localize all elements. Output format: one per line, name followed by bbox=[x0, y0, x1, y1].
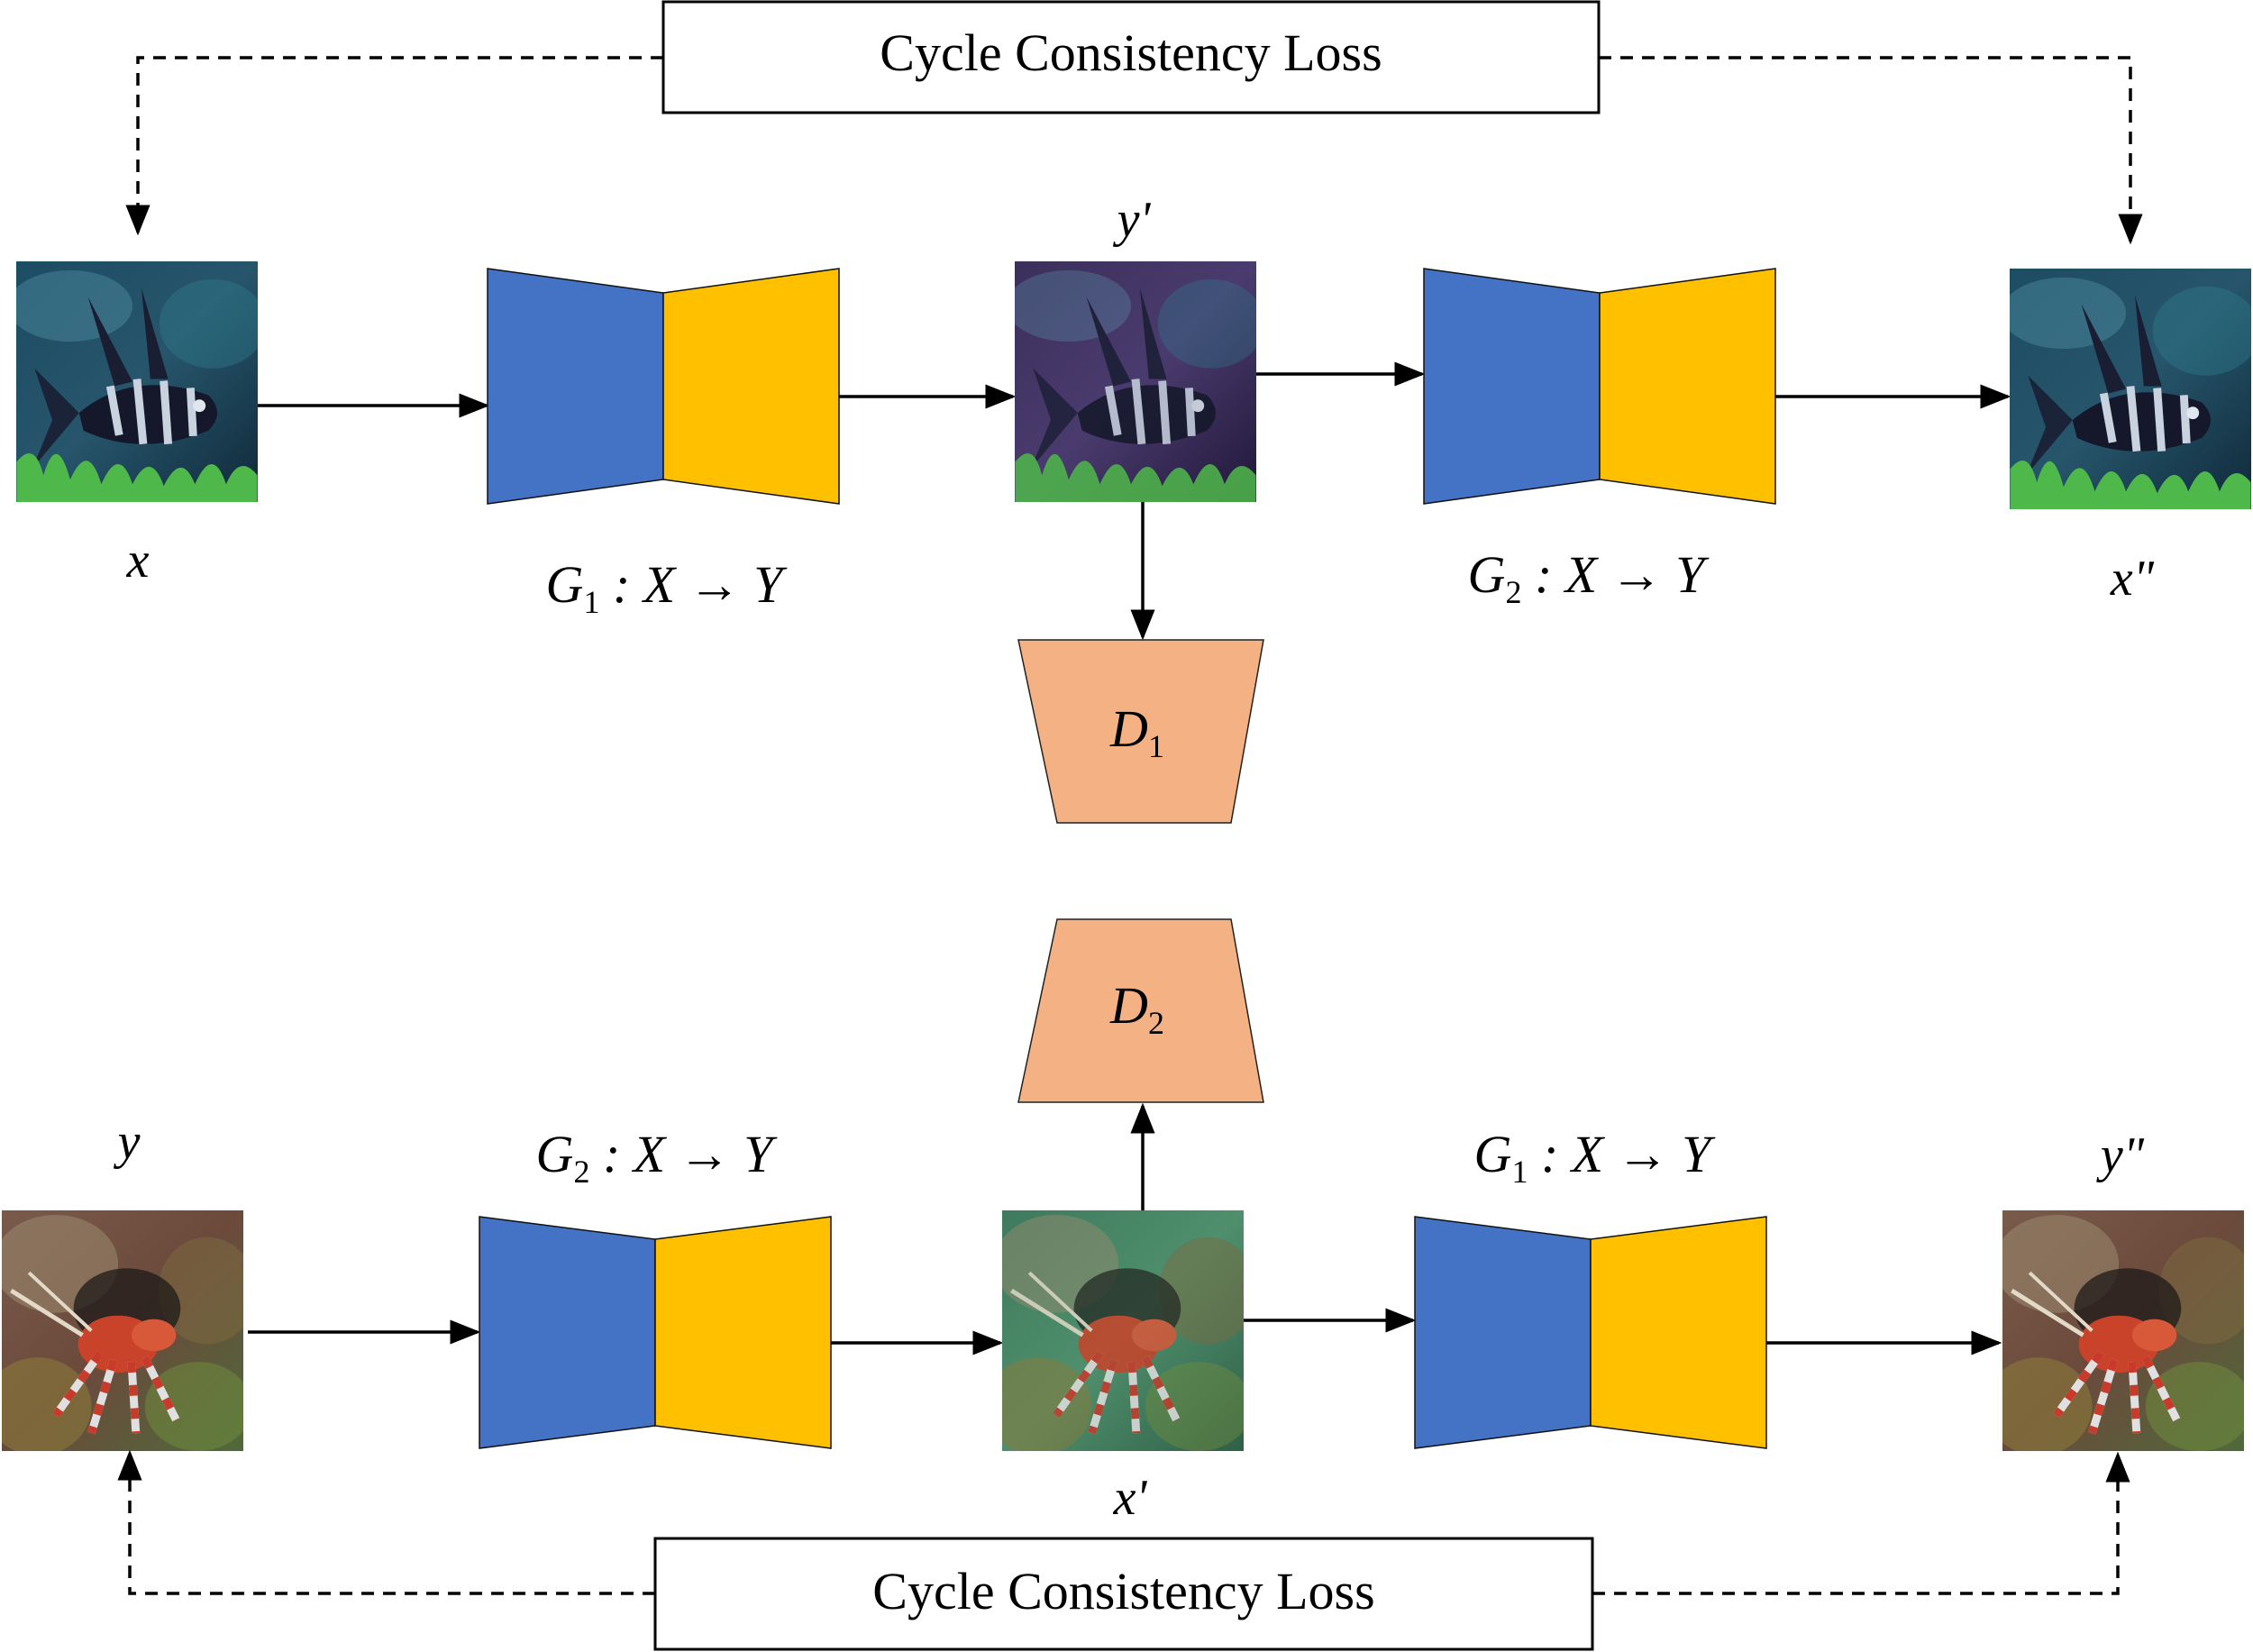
bottom-recon-label: y" bbox=[2096, 1127, 2145, 1183]
top-recon-label: x" bbox=[2110, 551, 2155, 607]
bottom-gen1-decoder bbox=[654, 1216, 832, 1449]
bottom-fake-image bbox=[1002, 1210, 1244, 1451]
bottom-gen2-decoder bbox=[1590, 1216, 1767, 1449]
top-gen1-label: G1 : X → Y bbox=[546, 555, 789, 620]
bottom-recon-image bbox=[2002, 1210, 2244, 1451]
top-gen2-label: G2 : X → Y bbox=[1468, 545, 1710, 610]
top-loss-arrow-right bbox=[1599, 56, 2143, 245]
top-gen2-decoder bbox=[1599, 268, 1776, 505]
bottom-input-image bbox=[2, 1210, 243, 1451]
top-gen1-decoder bbox=[662, 268, 840, 505]
top-gen1-encoder bbox=[487, 268, 664, 505]
bottom-loss-arrow-right bbox=[1592, 1451, 2130, 1595]
bottom-gen2-label: G1 : X → Y bbox=[1474, 1125, 1717, 1190]
top-fake-label: y' bbox=[1113, 192, 1152, 248]
bottom-gen2-encoder bbox=[1414, 1216, 1592, 1449]
bottom-gen1-label: G2 : X → Y bbox=[536, 1125, 779, 1190]
bottom-disc-label: D2 bbox=[1109, 976, 1164, 1041]
top-input-image bbox=[16, 261, 258, 502]
bottom-input-label: y bbox=[114, 1114, 141, 1170]
bottom-loss-arrow-left bbox=[117, 1449, 655, 1595]
top-generator-2 bbox=[1423, 268, 1776, 505]
bottom-generator-1 bbox=[479, 1216, 832, 1449]
bottom-cycle-loss-box: Cycle Consistency Loss bbox=[653, 1537, 1594, 1651]
top-gen2-encoder bbox=[1423, 268, 1601, 505]
top-generator-1 bbox=[487, 268, 840, 505]
top-disc-label: D1 bbox=[1109, 699, 1164, 764]
top-cycle-loss-label: Cycle Consistency Loss bbox=[880, 23, 1382, 82]
top-loss-arrow-left bbox=[125, 56, 663, 236]
top-recon-image bbox=[2010, 269, 2251, 509]
bottom-gen1-encoder bbox=[479, 1216, 656, 1449]
bottom-generator-2 bbox=[1414, 1216, 1767, 1449]
top-fake-image bbox=[1015, 261, 1256, 502]
top-input-label: x bbox=[126, 533, 150, 589]
top-cycle-loss-box: Cycle Consistency Loss bbox=[661, 0, 1601, 114]
bottom-discriminator bbox=[1017, 918, 1264, 1103]
bottom-fake-label: x' bbox=[1113, 1470, 1148, 1526]
bottom-cycle-loss-label: Cycle Consistency Loss bbox=[872, 1562, 1374, 1620]
top-discriminator bbox=[1017, 639, 1264, 824]
